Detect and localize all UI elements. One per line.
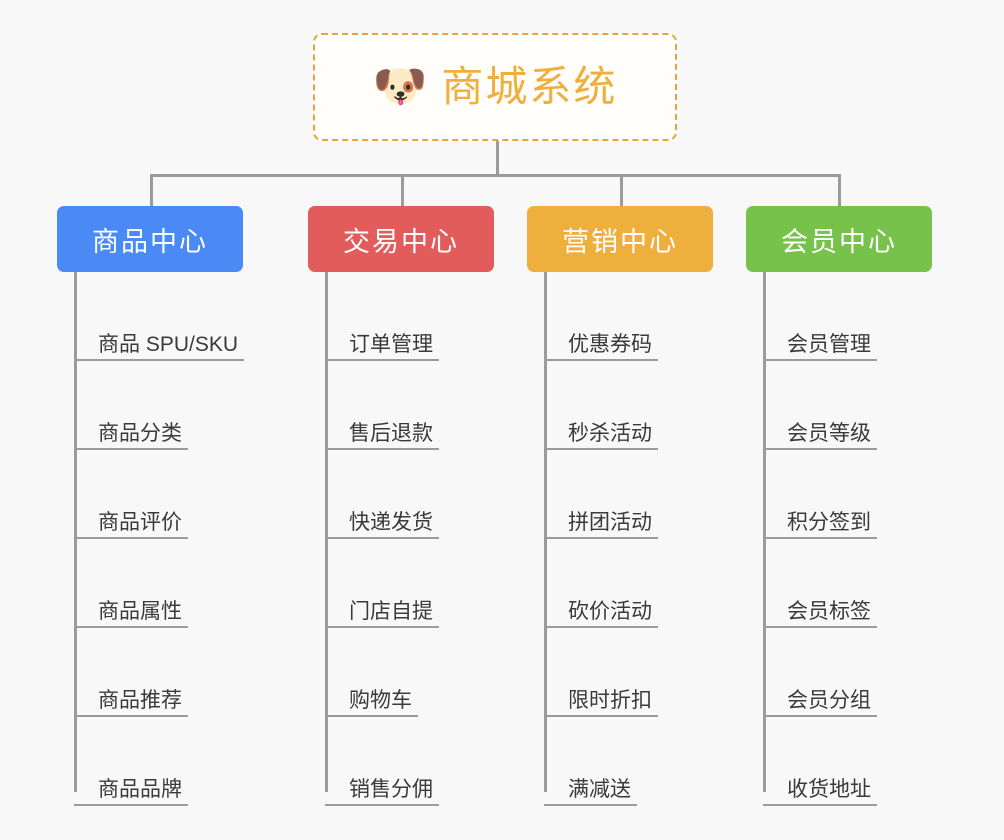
leaf-underline <box>325 715 418 717</box>
leaf-list-trade: 订单管理 售后退款 快递发货 门店自提 购物车 销售分佣 <box>325 272 494 806</box>
root-title: 商城系统 <box>441 63 618 110</box>
leaf-label: 秒杀活动 <box>568 421 652 445</box>
leaf-list-member: 会员管理 会员等级 积分签到 会员标签 会员分组 收货地址 <box>763 272 932 806</box>
leaf-underline <box>763 537 877 539</box>
leaf-underline <box>544 359 658 361</box>
shiba-dog-face-emoji: 🐶 <box>372 62 428 111</box>
leaf-label: 商品品牌 <box>98 777 182 801</box>
leaf-label: 会员标签 <box>787 599 871 623</box>
leaf-underline <box>544 537 658 539</box>
category-header-label: 会员中心 <box>781 226 897 257</box>
leaf-item[interactable]: 购物车 <box>325 628 494 717</box>
leaf-label: 积分签到 <box>787 510 871 534</box>
leaf-label: 会员管理 <box>787 332 871 356</box>
leaf-underline <box>325 448 439 450</box>
leaf-item[interactable]: 商品分类 <box>74 361 244 450</box>
leaf-underline <box>325 626 439 628</box>
connector-horizontal-bus <box>150 174 838 177</box>
connector-drop-1 <box>401 174 404 206</box>
leaf-underline <box>544 715 658 717</box>
leaf-label: 满减送 <box>568 777 631 801</box>
leaf-underline <box>763 359 877 361</box>
leaf-underline <box>763 715 877 717</box>
leaf-item[interactable]: 商品推荐 <box>74 628 244 717</box>
leaf-item[interactable]: 商品 SPU/SKU <box>74 272 244 361</box>
leaf-underline <box>74 715 188 717</box>
leaf-label: 订单管理 <box>349 332 433 356</box>
leaf-item[interactable]: 订单管理 <box>325 272 494 361</box>
leaf-item[interactable]: 优惠券码 <box>544 272 713 361</box>
leaf-label: 会员分组 <box>787 688 871 712</box>
category-column-trade: 交易中心 订单管理 售后退款 快递发货 门店自提 购物车 销售分佣 <box>308 206 494 806</box>
leaf-item[interactable]: 满减送 <box>544 717 713 806</box>
leaf-label: 收货地址 <box>787 777 871 801</box>
leaf-item[interactable]: 会员管理 <box>763 272 932 361</box>
leaf-underline <box>763 626 877 628</box>
leaf-label: 售后退款 <box>349 421 433 445</box>
leaf-label: 优惠券码 <box>568 332 652 356</box>
leaf-item[interactable]: 快递发货 <box>325 450 494 539</box>
leaf-item[interactable]: 售后退款 <box>325 361 494 450</box>
leaf-list-product: 商品 SPU/SKU 商品分类 商品评价 商品属性 商品推荐 商品品牌 <box>74 272 244 806</box>
leaf-item[interactable]: 会员标签 <box>763 539 932 628</box>
category-header-product[interactable]: 商品中心 <box>57 206 243 272</box>
category-header-label: 交易中心 <box>343 226 459 257</box>
connector-drop-2 <box>620 174 623 206</box>
leaf-item[interactable]: 会员分组 <box>763 628 932 717</box>
leaf-item[interactable]: 拼团活动 <box>544 450 713 539</box>
leaf-underline <box>74 537 188 539</box>
leaf-label: 商品评价 <box>98 510 182 534</box>
leaf-underline <box>325 359 439 361</box>
leaf-item[interactable]: 收货地址 <box>763 717 932 806</box>
root-node[interactable]: 🐶 商城系统 <box>313 33 677 141</box>
leaf-item[interactable]: 商品属性 <box>74 539 244 628</box>
category-header-label: 营销中心 <box>562 226 678 257</box>
leaf-item[interactable]: 销售分佣 <box>325 717 494 806</box>
category-header-member[interactable]: 会员中心 <box>746 206 932 272</box>
leaf-label: 门店自提 <box>349 599 433 623</box>
leaf-label: 商品推荐 <box>98 688 182 712</box>
category-header-marketing[interactable]: 营销中心 <box>527 206 713 272</box>
category-column-product: 商品中心 商品 SPU/SKU 商品分类 商品评价 商品属性 商品推荐 商品品牌 <box>57 206 244 806</box>
leaf-label: 限时折扣 <box>568 688 652 712</box>
leaf-label: 拼团活动 <box>568 510 652 534</box>
category-header-trade[interactable]: 交易中心 <box>308 206 494 272</box>
leaf-label: 商品属性 <box>98 599 182 623</box>
leaf-item[interactable]: 砍价活动 <box>544 539 713 628</box>
leaf-label: 会员等级 <box>787 421 871 445</box>
leaf-underline <box>544 448 658 450</box>
connector-root-stem <box>496 141 499 176</box>
leaf-underline <box>74 448 188 450</box>
leaf-item[interactable]: 门店自提 <box>325 539 494 628</box>
leaf-list-marketing: 优惠券码 秒杀活动 拼团活动 砍价活动 限时折扣 满减送 <box>544 272 713 806</box>
category-column-member: 会员中心 会员管理 会员等级 积分签到 会员标签 会员分组 收货地址 <box>746 206 932 806</box>
leaf-item[interactable]: 会员等级 <box>763 361 932 450</box>
leaf-underline <box>544 804 637 806</box>
category-header-label: 商品中心 <box>92 226 208 257</box>
leaf-item[interactable]: 秒杀活动 <box>544 361 713 450</box>
leaf-item[interactable]: 商品评价 <box>74 450 244 539</box>
connector-drop-0 <box>150 174 153 206</box>
leaf-underline <box>74 804 188 806</box>
leaf-label: 销售分佣 <box>349 777 433 801</box>
leaf-underline <box>325 537 439 539</box>
leaf-underline <box>74 359 244 361</box>
leaf-underline <box>325 804 439 806</box>
category-column-marketing: 营销中心 优惠券码 秒杀活动 拼团活动 砍价活动 限时折扣 满减送 <box>527 206 713 806</box>
leaf-label: 商品分类 <box>98 421 182 445</box>
leaf-item[interactable]: 限时折扣 <box>544 628 713 717</box>
leaf-label: 砍价活动 <box>568 599 652 623</box>
leaf-item[interactable]: 商品品牌 <box>74 717 244 806</box>
leaf-item[interactable]: 积分签到 <box>763 450 932 539</box>
leaf-underline <box>74 626 188 628</box>
leaf-label: 购物车 <box>349 688 412 712</box>
connector-drop-3 <box>838 174 841 206</box>
leaf-label: 快递发货 <box>349 510 433 534</box>
leaf-label: 商品 SPU/SKU <box>98 332 239 356</box>
leaf-underline <box>544 626 658 628</box>
leaf-underline <box>763 448 877 450</box>
leaf-underline <box>763 804 877 806</box>
